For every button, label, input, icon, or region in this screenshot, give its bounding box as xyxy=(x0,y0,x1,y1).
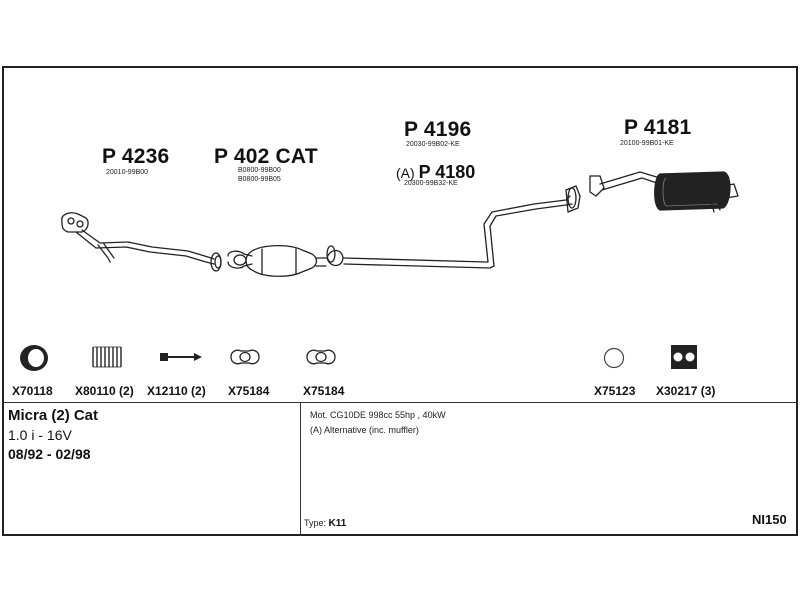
part-number-p402cat: P 402 CAT xyxy=(214,145,318,168)
alternative-prefix: (A) xyxy=(396,165,415,181)
vehicle-years: 08/92 - 02/98 xyxy=(8,446,91,462)
spring-icon xyxy=(92,346,122,368)
type-label: Type: xyxy=(304,518,327,528)
clamp-ring-icon xyxy=(20,345,48,371)
part-number-p4181: P 4181 xyxy=(624,116,692,139)
diagram-code: NI150 xyxy=(752,512,787,527)
flange-gasket-icon xyxy=(306,349,336,365)
ring-gasket-icon xyxy=(603,347,625,369)
oem-number: 20100-99B01-KE xyxy=(620,140,674,147)
vehicle-type: Type: K11 xyxy=(304,518,346,529)
part-number-p4236: P 4236 xyxy=(102,145,170,168)
oem-number: 20030-99B02-KE xyxy=(406,141,460,148)
oem-number: B0800-99B05 xyxy=(238,176,281,183)
alternative-note: (A) Alternative (inc. muffler) xyxy=(310,425,419,435)
middle-pipe xyxy=(326,185,581,269)
divider-vertical xyxy=(300,402,301,536)
front-pipe xyxy=(61,212,222,272)
vehicle-engine: 1.0 i - 16V xyxy=(8,427,72,443)
accessory-code: X75123 xyxy=(594,384,636,398)
accessory-code: X12110 (2) xyxy=(147,384,206,398)
bolt-icon xyxy=(160,353,202,361)
vehicle-model: Micra (2) Cat xyxy=(8,407,99,424)
diagram-frame xyxy=(2,66,798,536)
accessory-code: X30217 (3) xyxy=(656,384,716,398)
accessory-code: X75184 xyxy=(228,384,270,398)
catalytic-converter xyxy=(227,244,327,277)
oem-number: 20300-99B32-KE xyxy=(404,180,458,187)
oem-number: B0800-99B00 xyxy=(238,167,281,174)
divider-horizontal xyxy=(2,402,798,403)
flange-gasket-icon xyxy=(230,349,260,365)
part-number-p4180: (A) P 4180 xyxy=(396,162,475,183)
part-number-label: P 4180 xyxy=(418,162,476,182)
type-value: K11 xyxy=(328,518,347,529)
engine-note: Mot. CG10DE 998cc 55hp , 40kW xyxy=(310,410,446,420)
oem-number: 20010-99B00 xyxy=(106,169,149,176)
rubber-hanger-icon xyxy=(671,345,697,369)
accessory-code: X80110 (2) xyxy=(75,384,134,398)
rear-silencer xyxy=(589,171,739,213)
part-number-p4196: P 4196 xyxy=(404,118,472,141)
accessory-code: X70118 xyxy=(12,384,53,398)
accessory-code: X75184 xyxy=(303,384,345,398)
